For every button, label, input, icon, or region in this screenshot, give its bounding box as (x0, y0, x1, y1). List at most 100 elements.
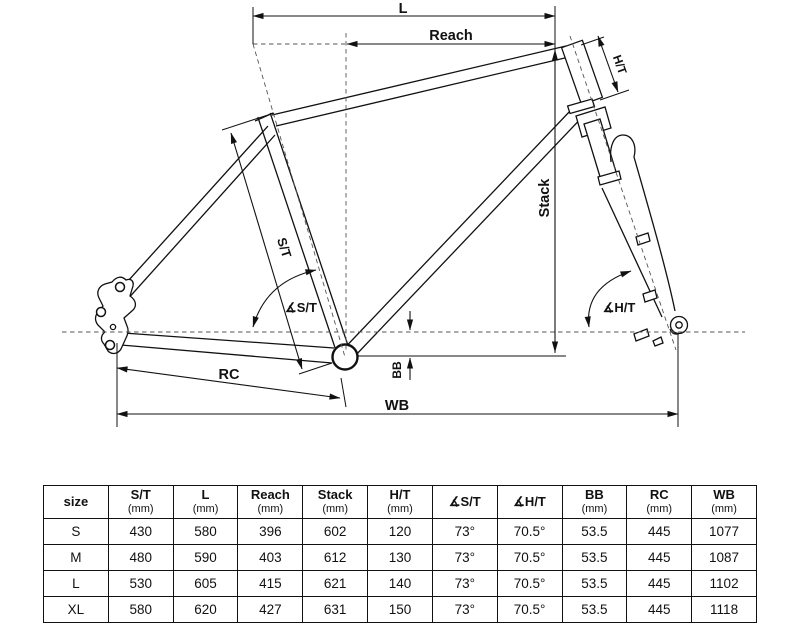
cell-XL-stack: 631 (302, 596, 369, 623)
column-header-reach: Reach(mm) (237, 485, 304, 519)
cell-L-l: 605 (172, 570, 239, 597)
frame-geometry-diagram: L Reach H/T Stack S/T ∡S/T ∡H/T BB RC WB (62, 1, 745, 427)
label-angle-st: ∡S/T (285, 300, 317, 315)
column-header-l: L(mm) (172, 485, 239, 519)
cell-S-rc: 445 (626, 518, 693, 545)
cell-M-stack: 612 (302, 544, 369, 571)
construction-lines (62, 33, 745, 358)
dropout-bolt-2 (95, 306, 107, 318)
cell-L-wb: 1102 (691, 570, 757, 597)
cell-L-st: 530 (107, 570, 174, 597)
label-l: L (399, 1, 408, 17)
label-ht: H/T (610, 53, 630, 77)
dimension-labels: L Reach H/T Stack S/T ∡S/T ∡H/T BB RC WB (219, 1, 636, 414)
cell-S-ht: 120 (367, 518, 433, 545)
bottom-bracket (331, 343, 359, 371)
cell-L-size: L (43, 570, 109, 597)
fork-seal-collar (597, 170, 622, 186)
angle-arc-ht (584, 270, 632, 328)
fork-disc-tab-upper (635, 232, 651, 246)
column-header-ast: ∡S/T (431, 485, 498, 519)
label-bb: BB (390, 361, 404, 379)
dim-rc (116, 366, 341, 400)
dropout-bolt-3 (104, 339, 116, 351)
cell-XL-ht: 150 (367, 596, 433, 623)
cell-M-size: M (43, 544, 109, 571)
cell-M-l: 590 (172, 544, 239, 571)
headset-cup (566, 98, 596, 115)
fork-stanchion (583, 118, 618, 181)
column-header-rc: RC(mm) (626, 485, 693, 519)
dimension-lines (116, 12, 679, 418)
dropout-bolt-1 (114, 281, 126, 293)
rear-axle (109, 323, 117, 331)
cell-S-stack: 602 (302, 518, 369, 545)
cell-XL-wb: 1118 (691, 596, 757, 623)
front-axle (669, 315, 689, 335)
cell-M-ast: 73° (431, 544, 498, 571)
fork-disc-tab-lower (642, 289, 658, 303)
cell-M-rc: 445 (626, 544, 693, 571)
cell-S-ast: 73° (431, 518, 498, 545)
column-header-bb: BB(mm) (561, 485, 628, 519)
cell-S-aht: 70.5° (496, 518, 563, 545)
head-tube (560, 39, 604, 106)
cell-XL-ast: 73° (431, 596, 498, 623)
down-tube (339, 105, 586, 362)
cell-S-reach: 396 (237, 518, 304, 545)
cell-S-bb: 53.5 (561, 518, 628, 545)
column-header-aht: ∡H/T (496, 485, 563, 519)
dim-st (230, 132, 303, 370)
front-dropout-hook (669, 328, 680, 335)
cell-L-stack: 621 (302, 570, 369, 597)
column-header-stack: Stack(mm) (302, 485, 369, 519)
column-header-ht: H/T(mm) (367, 485, 433, 519)
cell-S-l: 580 (172, 518, 239, 545)
cell-XL-st: 580 (107, 596, 174, 623)
head-tube-axis (569, 35, 677, 351)
label-angle-ht: ∡H/T (603, 300, 636, 315)
cell-S-wb: 1077 (691, 518, 757, 545)
cell-S-size: S (43, 518, 109, 545)
bike-frame-drawing (94, 39, 689, 371)
cell-M-reach: 403 (237, 544, 304, 571)
label-stack: Stack (537, 178, 553, 218)
top-tube (271, 45, 570, 127)
cell-M-wb: 1087 (691, 544, 757, 571)
fork-dropout-tab (633, 328, 650, 342)
cell-M-st: 480 (107, 544, 174, 571)
angle-arc-st (252, 269, 317, 328)
cell-XL-aht: 70.5° (496, 596, 563, 623)
cell-XL-l: 620 (172, 596, 239, 623)
dim-ht (597, 35, 619, 93)
cell-XL-rc: 445 (626, 596, 693, 623)
cell-XL-reach: 427 (237, 596, 304, 623)
fork-dropout-tab-2 (652, 336, 664, 347)
column-header-wb: WB(mm) (691, 485, 757, 519)
cell-XL-bb: 53.5 (561, 596, 628, 623)
cell-M-bb: 53.5 (561, 544, 628, 571)
front-axle-center (675, 321, 683, 329)
cell-XL-size: XL (43, 596, 109, 623)
label-st: S/T (274, 236, 295, 260)
cell-L-ht: 140 (367, 570, 433, 597)
seat-tube (254, 112, 352, 360)
cell-L-aht: 70.5° (496, 570, 563, 597)
column-header-size: size (43, 485, 109, 519)
seat-stay (118, 125, 276, 302)
cell-L-ast: 73° (431, 570, 498, 597)
label-wb: WB (385, 398, 409, 414)
cell-L-reach: 415 (237, 570, 304, 597)
label-rc: RC (219, 367, 240, 383)
cell-L-rc: 445 (626, 570, 693, 597)
cell-L-bb: 53.5 (561, 570, 628, 597)
cell-S-st: 430 (107, 518, 174, 545)
cell-M-aht: 70.5° (496, 544, 563, 571)
